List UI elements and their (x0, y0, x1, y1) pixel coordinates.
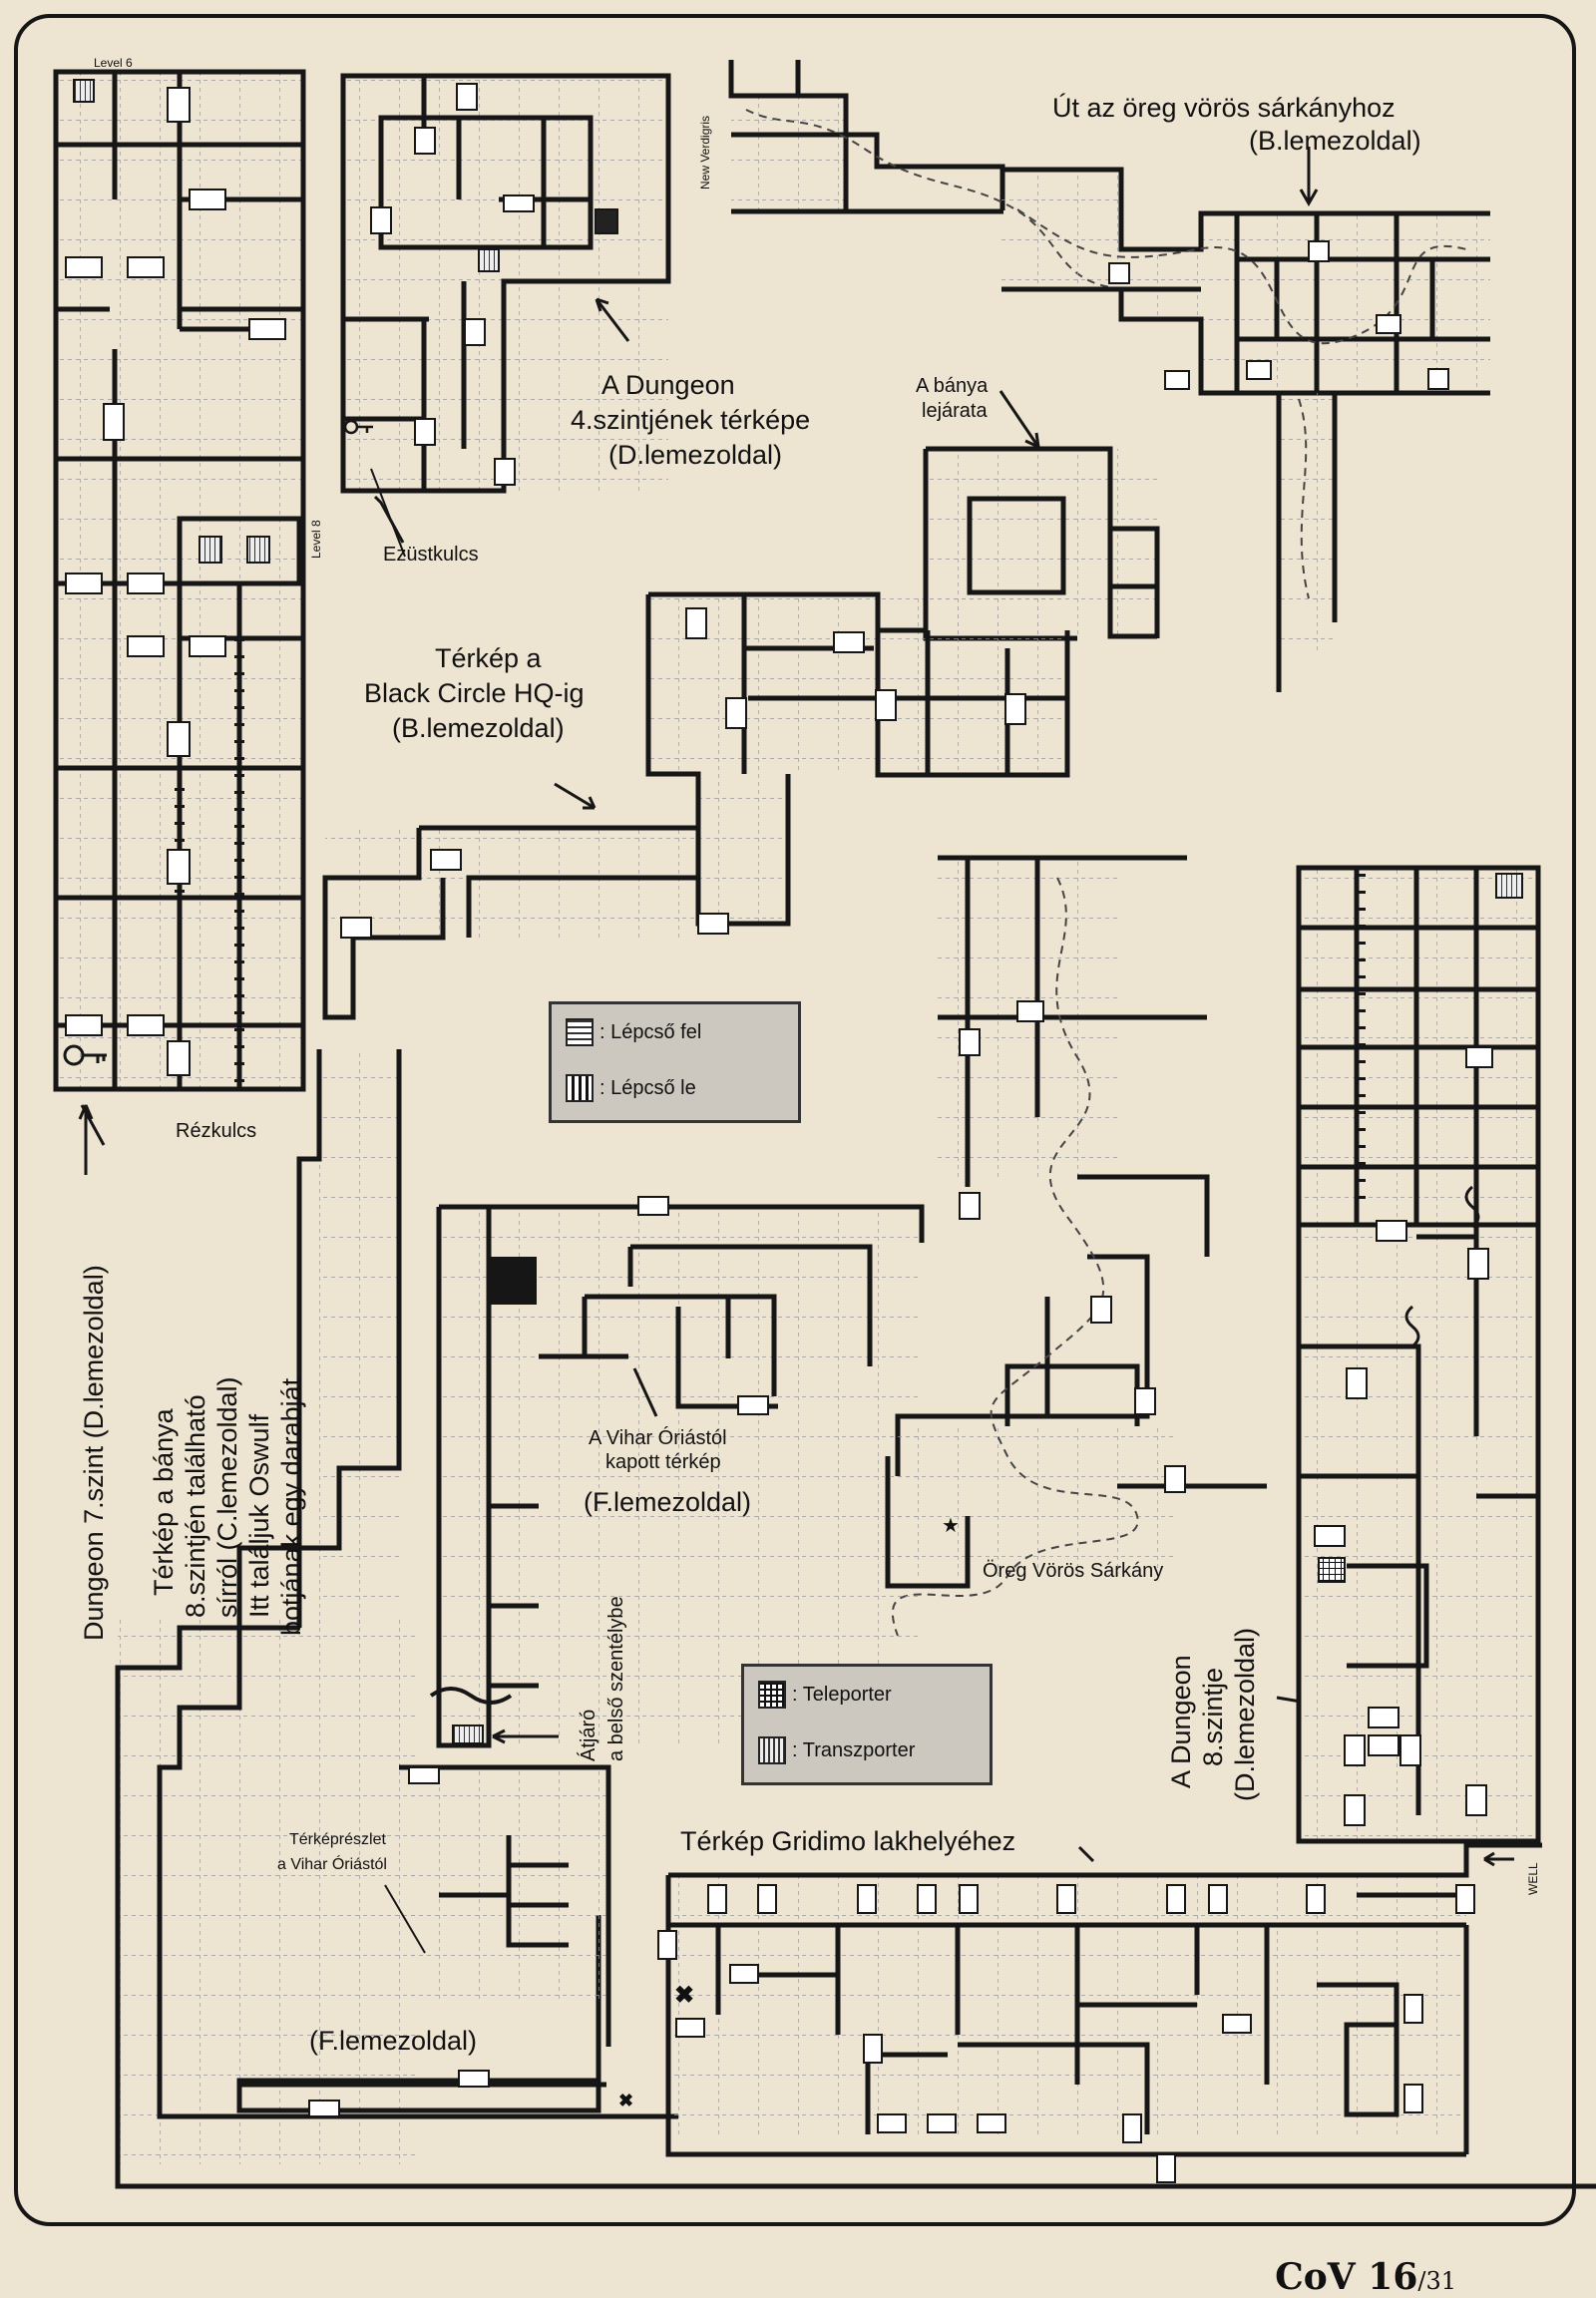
label-mine8-line2: 8.szintjén található (181, 1394, 210, 1618)
label-verdigris: New Verdigris (698, 115, 712, 190)
legend-teleport: : Teleporter : Transzporter (741, 1664, 993, 1785)
label-dungeon4-line2: 4.szintjének térképe (571, 405, 811, 435)
label-storm-giant-line2: kapott térkép (605, 1451, 721, 1473)
legend-stairs-down: : Lépcső le (599, 1076, 696, 1099)
svg-text:✖: ✖ (618, 2091, 633, 2110)
label-storm-giant-line1: A Vihar Óriástól (589, 1427, 727, 1449)
label-mine8-line1: Térkép a bánya (149, 1408, 179, 1596)
map-storm-giant (429, 1196, 925, 1748)
label-copper-key: Rézkulcs (176, 1120, 257, 1142)
legend-teleporter: : Teleporter (792, 1683, 892, 1706)
label-mine8-line4: Itt találjuk Oswulf (244, 1413, 274, 1618)
label-dungeon8-line1: A Dungeon (1166, 1655, 1196, 1788)
label-dungeon7: Dungeon 7.szint (D.lemezoldal) (79, 1265, 109, 1641)
label-dungeon8-line3: (D.lemezoldal) (1230, 1627, 1260, 1801)
label-old-red-dragon: Öreg Vörös Sárkány (983, 1560, 1164, 1582)
map-black-circle (322, 591, 1070, 1020)
label-red-dragon-path: Út az öreg vörös sárkányhoz (1052, 93, 1396, 123)
map-gridimo: ✖ (657, 1842, 1542, 2183)
pointer-arrows (78, 495, 405, 1175)
label-level6: Level 6 (94, 56, 133, 70)
label-fragment-line2: a Vihar Óriástól (277, 1856, 387, 1873)
label-fragment-side: (F.lemezoldal) (309, 2026, 478, 2056)
map-red-dragon-path (1001, 147, 1490, 396)
map-verdigris-path (728, 60, 1136, 290)
map-storm-giant-fragment (236, 1764, 611, 2117)
label-mine-line1: A bánya (916, 375, 989, 397)
transporter-icon (758, 1736, 786, 1764)
map-dungeon-4 (340, 73, 671, 558)
map-vertical-corridor (1276, 393, 1338, 692)
legend-stairs: : Lépcső fel : Lépcső le (549, 1001, 801, 1123)
legend-stairs-down-row: : Lépcső le (566, 1074, 696, 1102)
label-mine8-line3: sírról (C.lemezoldal) (212, 1376, 242, 1618)
label-storm-giant-line3: (F.lemezoldal) (584, 1487, 752, 1517)
page-number: /31 (1417, 2267, 1456, 2295)
label-black-circle-line2: Black Circle HQ-ig (364, 678, 585, 708)
map-dungeon-7 (53, 69, 306, 1092)
label-black-circle-line3: (B.lemezoldal) (392, 713, 565, 743)
map-dragon-maze: ★ (885, 855, 1267, 1637)
label-silver-key: Ezüstkulcs (383, 544, 479, 566)
label-dungeon4-line1: A Dungeon (601, 370, 735, 400)
legend-transporter-row: : Transzporter (758, 1736, 915, 1764)
page-frame (14, 14, 1576, 2226)
map-mine-8-tomb: ✖ (115, 1049, 1596, 2189)
page-footer: CoV 16/31 (1275, 2256, 1456, 2298)
label-mine8-line5: botjának egy darabját (276, 1377, 306, 1636)
legend-stairs-up: : Lépcső fel (599, 1020, 702, 1043)
svg-text:★: ★ (942, 1515, 960, 1537)
stairs-down-icon (566, 1074, 594, 1102)
teleporter-icon (758, 1681, 786, 1709)
label-mine-line2: lejárata (922, 400, 988, 422)
svg-text:✖: ✖ (674, 1982, 694, 2009)
stairs-up-icon (566, 1018, 594, 1046)
label-black-circle-line1: Térkép a (435, 643, 542, 673)
label-well: WELL (1526, 1862, 1540, 1895)
label-dungeon4-line3: (D.lemezoldal) (608, 440, 783, 470)
legend-teleporter-row: : Teleporter (758, 1681, 892, 1709)
label-gridimo: Térkép Gridimo lakhelyéhez (680, 1826, 1016, 1856)
map-dungeon-8 (1276, 865, 1541, 1844)
legend-transporter: : Transzporter (792, 1738, 916, 1761)
label-passage-line2: a belső szentélybe (605, 1596, 627, 1761)
magazine-brand: CoV 16 (1275, 2256, 1418, 2298)
label-passage-line1: Átjáró (578, 1709, 599, 1761)
legend-stairs-up-row: : Lépcső fel (566, 1018, 701, 1046)
label-red-dragon-side: (B.lemezoldal) (1249, 126, 1421, 156)
label-fragment-line1: Térképrészlet (289, 1831, 386, 1848)
label-level8: Level 8 (309, 520, 323, 559)
label-dungeon8-line2: 8.szintje (1198, 1667, 1228, 1766)
